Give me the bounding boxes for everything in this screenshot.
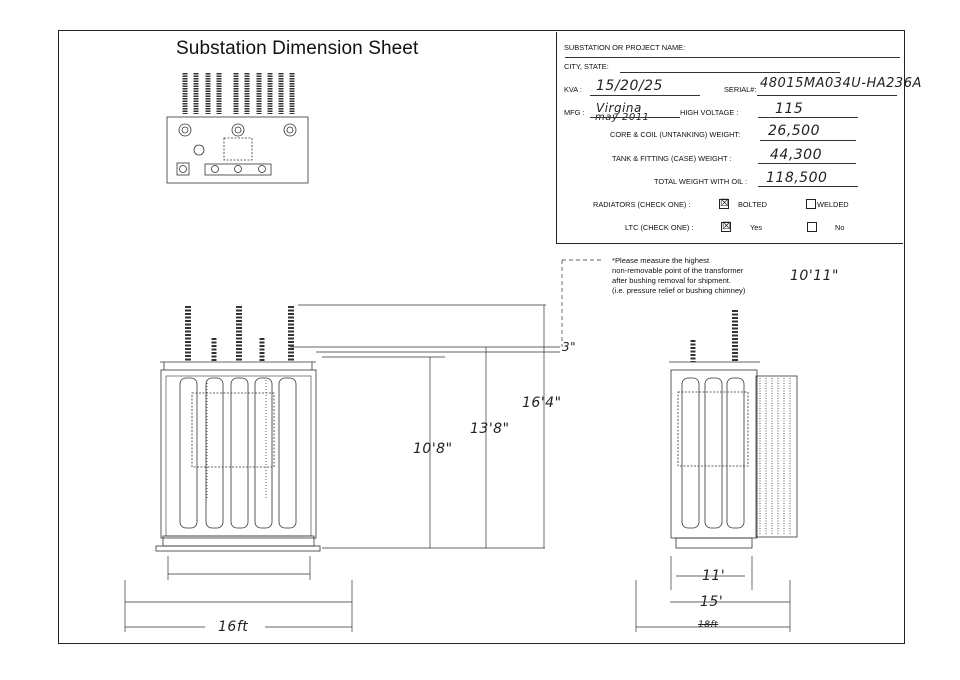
ltc-yes-label: Yes [750,223,763,232]
project-name-line [565,57,900,58]
ltc-no-label: No [835,223,845,232]
note-line: non-removable point of the transformer [612,266,744,275]
front-view-bushings [185,306,294,362]
height-dimension-2: 13'8" [470,421,510,437]
core-coil-weight-label: CORE & COIL (UNTANKING) WEIGHT: [610,130,741,139]
serial-line [757,95,897,96]
kva-value[interactable]: 15/20/25 [596,78,663,94]
radiators-welded-checkbox[interactable] [806,199,816,209]
ltc-yes-checkbox[interactable]: ☒ [721,221,731,232]
high-voltage-value[interactable]: 115 [775,101,804,117]
high-voltage-line [758,117,858,118]
ltc-label: LTC (CHECK ONE) : [625,223,694,232]
tank-fitting-weight-line [758,163,856,164]
side-crossed-dimension: 18ft [698,620,719,630]
sheet-border [58,30,905,644]
core-coil-weight-line [760,140,856,141]
mfg-line [590,117,680,118]
note-line: *Please measure the highest [612,256,710,265]
top-offset-dimension: 3" [562,340,577,354]
tank-fitting-weight-label: TANK & FITTING (CASE) WEIGHT : [612,154,732,163]
note-height-value[interactable]: 10'11" [790,268,839,284]
core-coil-weight-value[interactable]: 26,500 [768,123,820,139]
high-voltage-label: HIGH VOLTAGE : [680,108,739,117]
serial-label: SERIAL#: [724,85,757,94]
note-leader-line [561,259,602,347]
city-state-line [620,72,840,73]
mfg-label: MFG : [564,108,585,117]
side-inner-width-dimension: 11' [702,568,726,584]
ltc-no-checkbox[interactable] [807,222,817,232]
side-outer-width-dimension: 15' [700,594,724,610]
project-name-label: SUBSTATION OR PROJECT NAME: [564,43,686,52]
radiators-bolted-checkbox[interactable]: ☒ [719,198,729,209]
radiators-label: RADIATORS (CHECK ONE) : [593,200,691,209]
city-state-label: CITY, STATE: [564,62,609,71]
radiators-welded-label: WELDED [817,200,849,209]
front-width-dimension: 16ft [218,619,249,635]
serial-value[interactable]: 48015MA034U-HA236A [760,76,922,91]
top-view-radiators [182,73,295,114]
mfg-value[interactable]: Virgina [596,101,642,115]
form-box [556,32,903,244]
kva-line [590,95,700,96]
note-line: (i.e. pressure relief or bushing chimney… [612,286,746,295]
page-title: Substation Dimension Sheet [176,38,419,59]
radiators-bolted-label: BOLTED [738,200,768,209]
top-view-drawing [166,73,309,184]
total-weight-label: TOTAL WEIGHT WITH OIL : [654,177,748,186]
side-view-drawing [669,310,798,549]
height-dimension-3: 16'4" [522,395,562,411]
tank-fitting-weight-value[interactable]: 44,300 [770,147,822,163]
total-weight-value[interactable]: 118,500 [766,170,828,186]
shipment-note: *Please measure the highest non-removabl… [612,256,745,296]
dimension-lines [124,304,791,632]
front-view-drawing [155,306,321,552]
total-weight-line [758,186,858,187]
height-dimension-1: 10'8" [413,441,453,457]
kva-label: KVA : [564,85,582,94]
note-line: after bushing removal for shipment. [612,276,732,285]
